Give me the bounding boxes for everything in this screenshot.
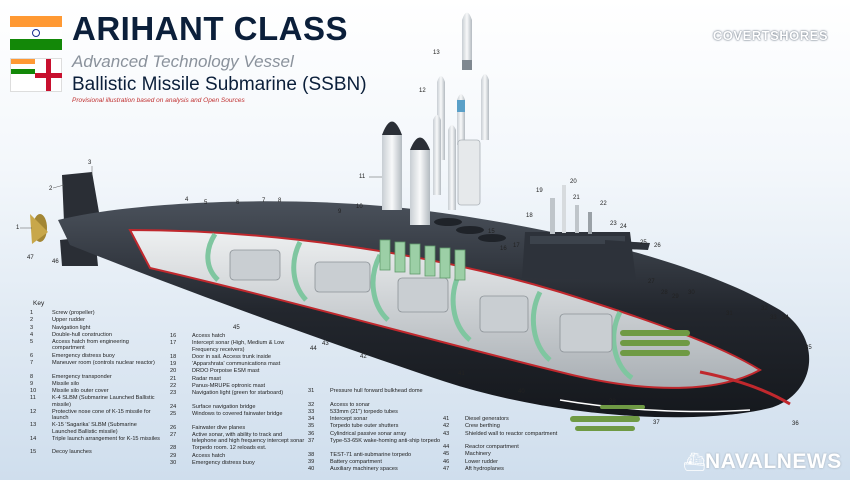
callout-19: 19 [536, 188, 543, 194]
provisional-note: Provisional illustration based on analys… [72, 97, 245, 104]
callout-17: 17 [513, 243, 520, 249]
callout-23: 23 [610, 221, 617, 227]
page-title: ARIHANT CLASS [72, 10, 348, 47]
k15-missiles [433, 12, 489, 210]
silo-covers [434, 218, 506, 242]
callout-10: 10 [356, 204, 363, 210]
callout-3: 3 [88, 160, 92, 166]
callout-41: 41 [458, 371, 465, 377]
callout-9: 9 [338, 209, 342, 215]
sail [522, 185, 650, 280]
legend-key: Key [8, 300, 308, 478]
callout-15: 15 [488, 229, 495, 235]
callout-38: 38 [609, 399, 616, 405]
indian-navy-ensign [10, 58, 62, 92]
callout-30: 30 [688, 290, 695, 296]
callout-32: 32 [761, 306, 768, 312]
callout-1: 1 [16, 225, 20, 231]
callout-28: 28 [661, 290, 668, 296]
callout-24: 24 [620, 224, 627, 230]
callout-26: 26 [654, 243, 661, 249]
callout-27: 27 [648, 279, 655, 285]
callout-43: 43 [322, 341, 329, 347]
callout-44: 44 [310, 346, 317, 352]
callout-39: 39 [590, 407, 597, 413]
missile-silos [379, 239, 466, 281]
callout-31: 31 [726, 311, 733, 317]
callout-42: 42 [360, 354, 367, 360]
callout-11: 11 [359, 174, 366, 180]
torpedoes [570, 405, 645, 431]
callout-8: 8 [278, 198, 282, 204]
india-flag [10, 16, 62, 50]
page-subtitle: Advanced Technology Vessel [72, 52, 294, 71]
callout-37: 37 [653, 420, 660, 426]
callout-47: 47 [27, 255, 34, 261]
k4-missiles [382, 121, 430, 225]
callout-2: 2 [49, 186, 53, 192]
callout-33: 33 [770, 315, 777, 321]
callout-40: 40 [518, 389, 525, 395]
navalnews-logo: NAVALNEWS [705, 450, 842, 473]
callout-45: 45 [233, 325, 240, 331]
callout-29: 29 [672, 294, 679, 300]
callout-21: 21 [573, 195, 580, 201]
callout-5: 5 [204, 200, 208, 206]
callout-18: 18 [526, 213, 533, 219]
torpedo-room [620, 330, 690, 356]
callout-36: 36 [792, 421, 799, 427]
internal-machinery [229, 249, 613, 353]
callout-35: 35 [805, 345, 812, 351]
callout-13: 13 [433, 50, 440, 56]
callout-22: 22 [600, 201, 607, 207]
callout-6: 6 [236, 200, 240, 206]
callout-7: 7 [262, 198, 266, 204]
callout-16: 16 [500, 246, 507, 252]
callout-46: 46 [52, 259, 59, 265]
covertshores-logo: COVERTSHORES [712, 28, 828, 43]
legend-title: Key [33, 300, 45, 307]
vessel-type: Ballistic Missile Submarine (SSBN) [72, 74, 367, 95]
callout-34: 34 [782, 315, 789, 321]
callout-12: 12 [419, 88, 426, 94]
callout-4: 4 [185, 197, 189, 203]
ship-icon: ⛴ [683, 452, 706, 472]
callout-25: 25 [640, 240, 647, 246]
callout-20: 20 [570, 179, 577, 185]
